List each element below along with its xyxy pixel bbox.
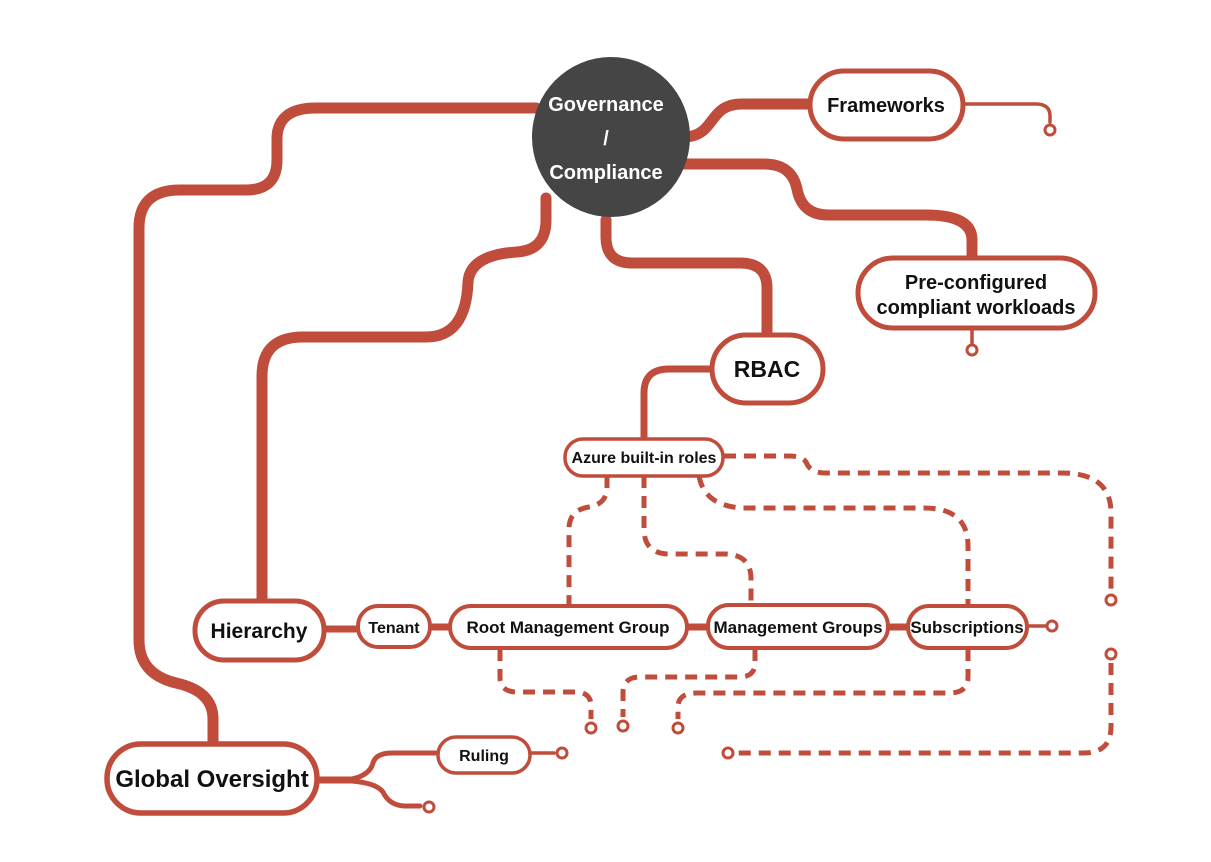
dashed-right-vertical-to-left-endpoint (738, 663, 1114, 756)
node-pre-configured-shape (855, 255, 1098, 331)
edge-fork-endpoint (349, 778, 423, 809)
node-governance-compliance-label-line3: Compliance (549, 162, 662, 184)
node-subscriptions-shape (906, 604, 1029, 650)
endpoints-layer (422, 123, 1118, 814)
node-pre-configured-compliant-workloads[interactable]: Pre-configured compliant workloads (855, 255, 1098, 331)
node-global-oversight-shape (104, 741, 320, 816)
endpoint-circle-frameworks (1043, 123, 1057, 137)
node-azure-built-in-roles-shape (563, 437, 725, 478)
nodes-layer: Governance / Compliance Frameworks Pre-c… (104, 57, 1098, 816)
node-rbac-shape (709, 332, 826, 406)
node-subscriptions[interactable]: Subscriptions (906, 604, 1029, 650)
edge-governance-hierarchy (256, 192, 552, 608)
endpoint-circle-subs-stub (671, 721, 685, 735)
dashed-azure-roles-subscriptions (696, 475, 971, 604)
node-ruling-label: Ruling (459, 748, 509, 765)
endpoint-circle-subscriptions (1045, 619, 1059, 633)
node-hierarchy[interactable]: Hierarchy (192, 598, 327, 663)
endpoint-circle-ruling (555, 746, 569, 760)
node-tenant-shape (356, 604, 432, 649)
node-governance-compliance-shape (532, 57, 690, 217)
node-root-management-group-shape (448, 604, 689, 650)
node-governance-compliance[interactable]: Governance / Compliance (532, 57, 690, 217)
node-frameworks-shape (807, 68, 966, 142)
endpoint-circle-right-line-start (1104, 647, 1118, 661)
node-root-management-group[interactable]: Root Management Group (448, 604, 689, 650)
node-frameworks-label: Frameworks (827, 95, 945, 117)
node-hierarchy-label: Hierarchy (211, 620, 308, 643)
dashed-subscriptions-endpoint (675, 649, 971, 719)
endpoint-circle-right-line-end (721, 746, 735, 760)
node-governance-compliance-label-line2: / (603, 128, 609, 150)
dashed-root-management-group-endpoint (497, 649, 594, 719)
edge-rbac-azure-roles (640, 365, 718, 445)
node-rbac-label: RBAC (734, 356, 800, 382)
dashed-azure-roles-root-management-group (566, 476, 610, 604)
node-ruling-shape (436, 735, 532, 775)
edge-governance-global-oversight (133, 102, 542, 752)
node-tenant-label: Tenant (368, 620, 420, 637)
edge-fork-ruling (349, 750, 442, 782)
dashed-azure-roles-management-groups (641, 476, 754, 604)
node-azure-built-in-roles-label: Azure built-in roles (572, 450, 717, 467)
endpoint-circle-azure-right (1104, 593, 1118, 607)
node-hierarchy-shape (192, 598, 327, 663)
endpoint-circle-global-branch (422, 800, 436, 814)
node-tenant[interactable]: Tenant (356, 604, 432, 649)
node-pre-configured-label-line1: Pre-configured (905, 272, 1047, 294)
dashed-azure-roles-right-endpoint (724, 453, 1114, 592)
node-root-management-group-label: Root Management Group (466, 618, 669, 637)
edge-frameworks-endpoint (960, 102, 1052, 124)
node-global-oversight[interactable]: Global Oversight (104, 741, 320, 816)
node-management-groups-shape (706, 603, 890, 650)
node-ruling[interactable]: Ruling (436, 735, 532, 775)
edge-governance-preconfigured (678, 158, 978, 266)
endpoint-circle-preconfigured (965, 343, 979, 357)
edges-layer (133, 98, 1114, 809)
node-rbac[interactable]: RBAC (709, 332, 826, 406)
dashed-management-groups-endpoint (620, 649, 758, 717)
node-management-groups-label: Management Groups (713, 618, 882, 637)
edge-governance-rbac (600, 214, 773, 343)
endpoint-circle-rmg-stub (584, 721, 598, 735)
endpoint-circle-mg-stub (616, 719, 630, 733)
node-subscriptions-label: Subscriptions (910, 618, 1023, 637)
node-governance-compliance-label-line1: Governance (548, 94, 664, 116)
node-frameworks[interactable]: Frameworks (807, 68, 966, 142)
node-azure-built-in-roles[interactable]: Azure built-in roles (563, 437, 725, 478)
node-management-groups[interactable]: Management Groups (706, 603, 890, 650)
node-pre-configured-label-line2: compliant workloads (877, 297, 1076, 319)
node-global-oversight-label: Global Oversight (115, 766, 308, 793)
edge-governance-frameworks (680, 98, 818, 143)
